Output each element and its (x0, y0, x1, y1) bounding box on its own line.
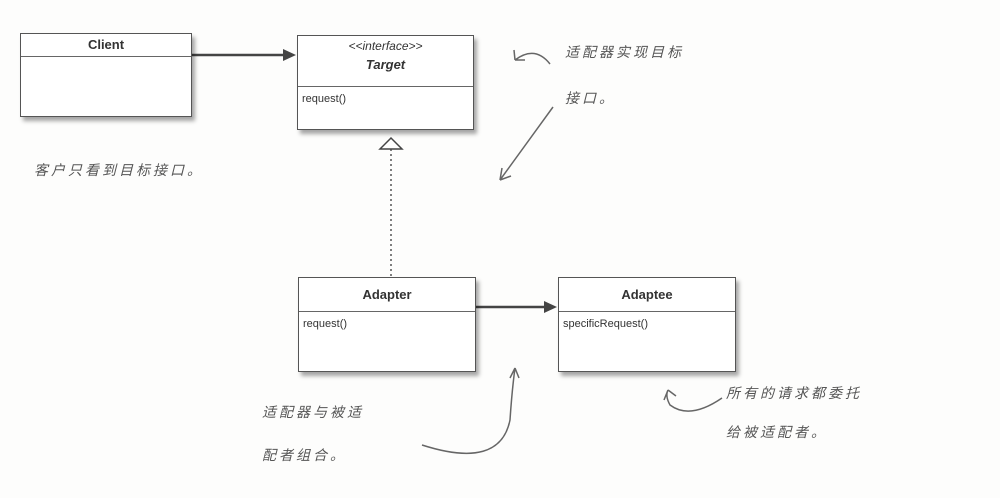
client-class: Client (20, 33, 192, 117)
operation: request() (302, 93, 347, 105)
operation: request() (303, 318, 348, 330)
hand-drawn-arrows (421, 49, 723, 455)
composition-note-line2: 配者组合。 (262, 448, 347, 464)
client-note: 客户只看到目标接口。 (34, 163, 204, 179)
adapter-note-line2: 接口。 (565, 91, 616, 107)
realization-arrow (378, 136, 404, 276)
class-name: Target (365, 57, 406, 72)
target-interface: <<interface>> Target request() (297, 35, 474, 130)
delegate-note-line2: 给被适配者。 (726, 425, 828, 441)
client-target-association (191, 49, 296, 61)
delegate-note-line1: 所有的请求都委托 (726, 386, 862, 402)
composition-note-line1: 适配器与被适 (262, 405, 364, 421)
class-header: <<interface>> Target (298, 36, 473, 87)
adapter-adaptee-association (475, 301, 557, 313)
class-name: Client (21, 34, 191, 57)
adapter-class: Adapter request() (298, 277, 476, 372)
adaptee-class: Adaptee specificRequest() (558, 277, 736, 372)
class-name: Adaptee (559, 278, 735, 312)
stereotype: <<interface>> (348, 39, 423, 53)
operation: specificRequest() (563, 318, 648, 330)
class-name: Adapter (299, 278, 475, 312)
adapter-note-line1: 适配器实现目标 (565, 45, 684, 61)
